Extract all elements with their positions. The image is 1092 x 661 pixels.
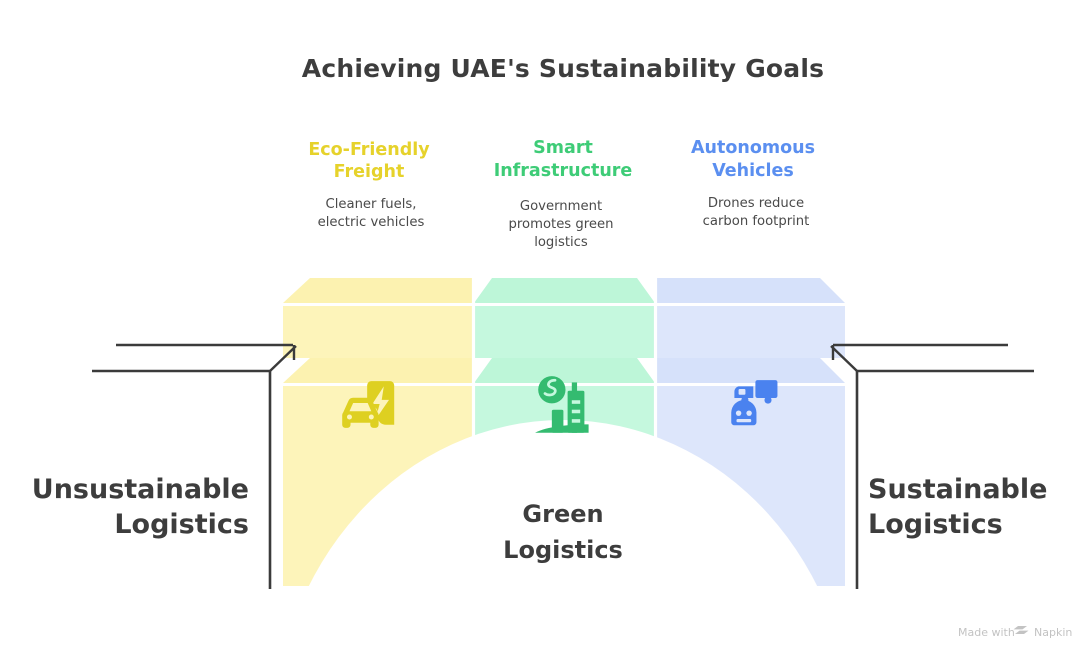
bridge-block-autonomous-vehicles bbox=[656, 278, 845, 586]
column-desc-eco-friendly-freight-line2: electric vehicles bbox=[318, 215, 425, 230]
column-heading-smart-infrastructure-line1: Smart bbox=[533, 138, 593, 158]
page-title: Achieving UAE's Sustainability Goals bbox=[302, 54, 824, 83]
column-desc-eco-friendly-freight-line1: Cleaner fuels, bbox=[326, 197, 417, 212]
watermark-brand: Napkin bbox=[1034, 626, 1072, 639]
column-desc-smart-infrastructure-line3: logistics bbox=[534, 235, 588, 250]
column-heading-eco-friendly-freight-line2: Freight bbox=[334, 162, 405, 182]
bridge-block-eco-friendly-freight bbox=[283, 278, 473, 586]
block-front-face-green-upper bbox=[474, 306, 655, 358]
column-desc-autonomous-vehicles-line2: carbon footprint bbox=[703, 214, 810, 229]
right-label-line1: Sustainable bbox=[868, 474, 1047, 505]
block-top-face-yellow-lower bbox=[283, 358, 473, 383]
column-heading-autonomous-vehicles-line2: Vehicles bbox=[712, 161, 794, 181]
road-bevel-right bbox=[830, 345, 858, 372]
block-front-face-yellow-upper bbox=[283, 306, 473, 358]
left-label-line1: Unsustainable bbox=[32, 474, 249, 505]
napkin-watermark: Made with Napkin bbox=[958, 626, 1072, 639]
bridge-block-smart-infrastructure bbox=[474, 278, 655, 586]
robot-delivery-truck-icon bbox=[731, 380, 778, 426]
block-top-face-yellow-upper bbox=[283, 278, 473, 303]
column-desc-autonomous-vehicles-line1: Drones reduce bbox=[708, 196, 804, 211]
napkin-logo-icon bbox=[1013, 626, 1029, 634]
column-heading-autonomous-vehicles-line1: Autonomous bbox=[691, 138, 815, 158]
column-heading-smart-infrastructure-line2: Infrastructure bbox=[494, 161, 633, 181]
column-desc-smart-infrastructure-line1: Government bbox=[520, 199, 602, 214]
block-top-face-green-upper bbox=[474, 278, 655, 303]
block-top-face-green-lower bbox=[474, 358, 655, 383]
block-front-face-blue-upper bbox=[656, 306, 845, 358]
left-label-line2: Logistics bbox=[114, 509, 249, 540]
block-top-face-blue-lower bbox=[656, 358, 845, 383]
road-bevel-left bbox=[269, 345, 297, 372]
block-front-face-green-lower bbox=[474, 386, 655, 586]
arch-label-line2: Logistics bbox=[503, 536, 623, 564]
column-heading-eco-friendly-freight-line1: Eco-Friendly bbox=[308, 140, 430, 160]
arch-label-line1: Green bbox=[522, 500, 603, 528]
globe-city-infrastructure-icon bbox=[535, 376, 589, 433]
electric-vehicle-charging-icon bbox=[342, 381, 395, 428]
watermark-prefix: Made with bbox=[958, 626, 1015, 639]
right-label-line2: Logistics bbox=[868, 509, 1003, 540]
column-desc-smart-infrastructure-line2: promotes green bbox=[509, 217, 614, 232]
block-top-face-blue-upper bbox=[656, 278, 845, 303]
